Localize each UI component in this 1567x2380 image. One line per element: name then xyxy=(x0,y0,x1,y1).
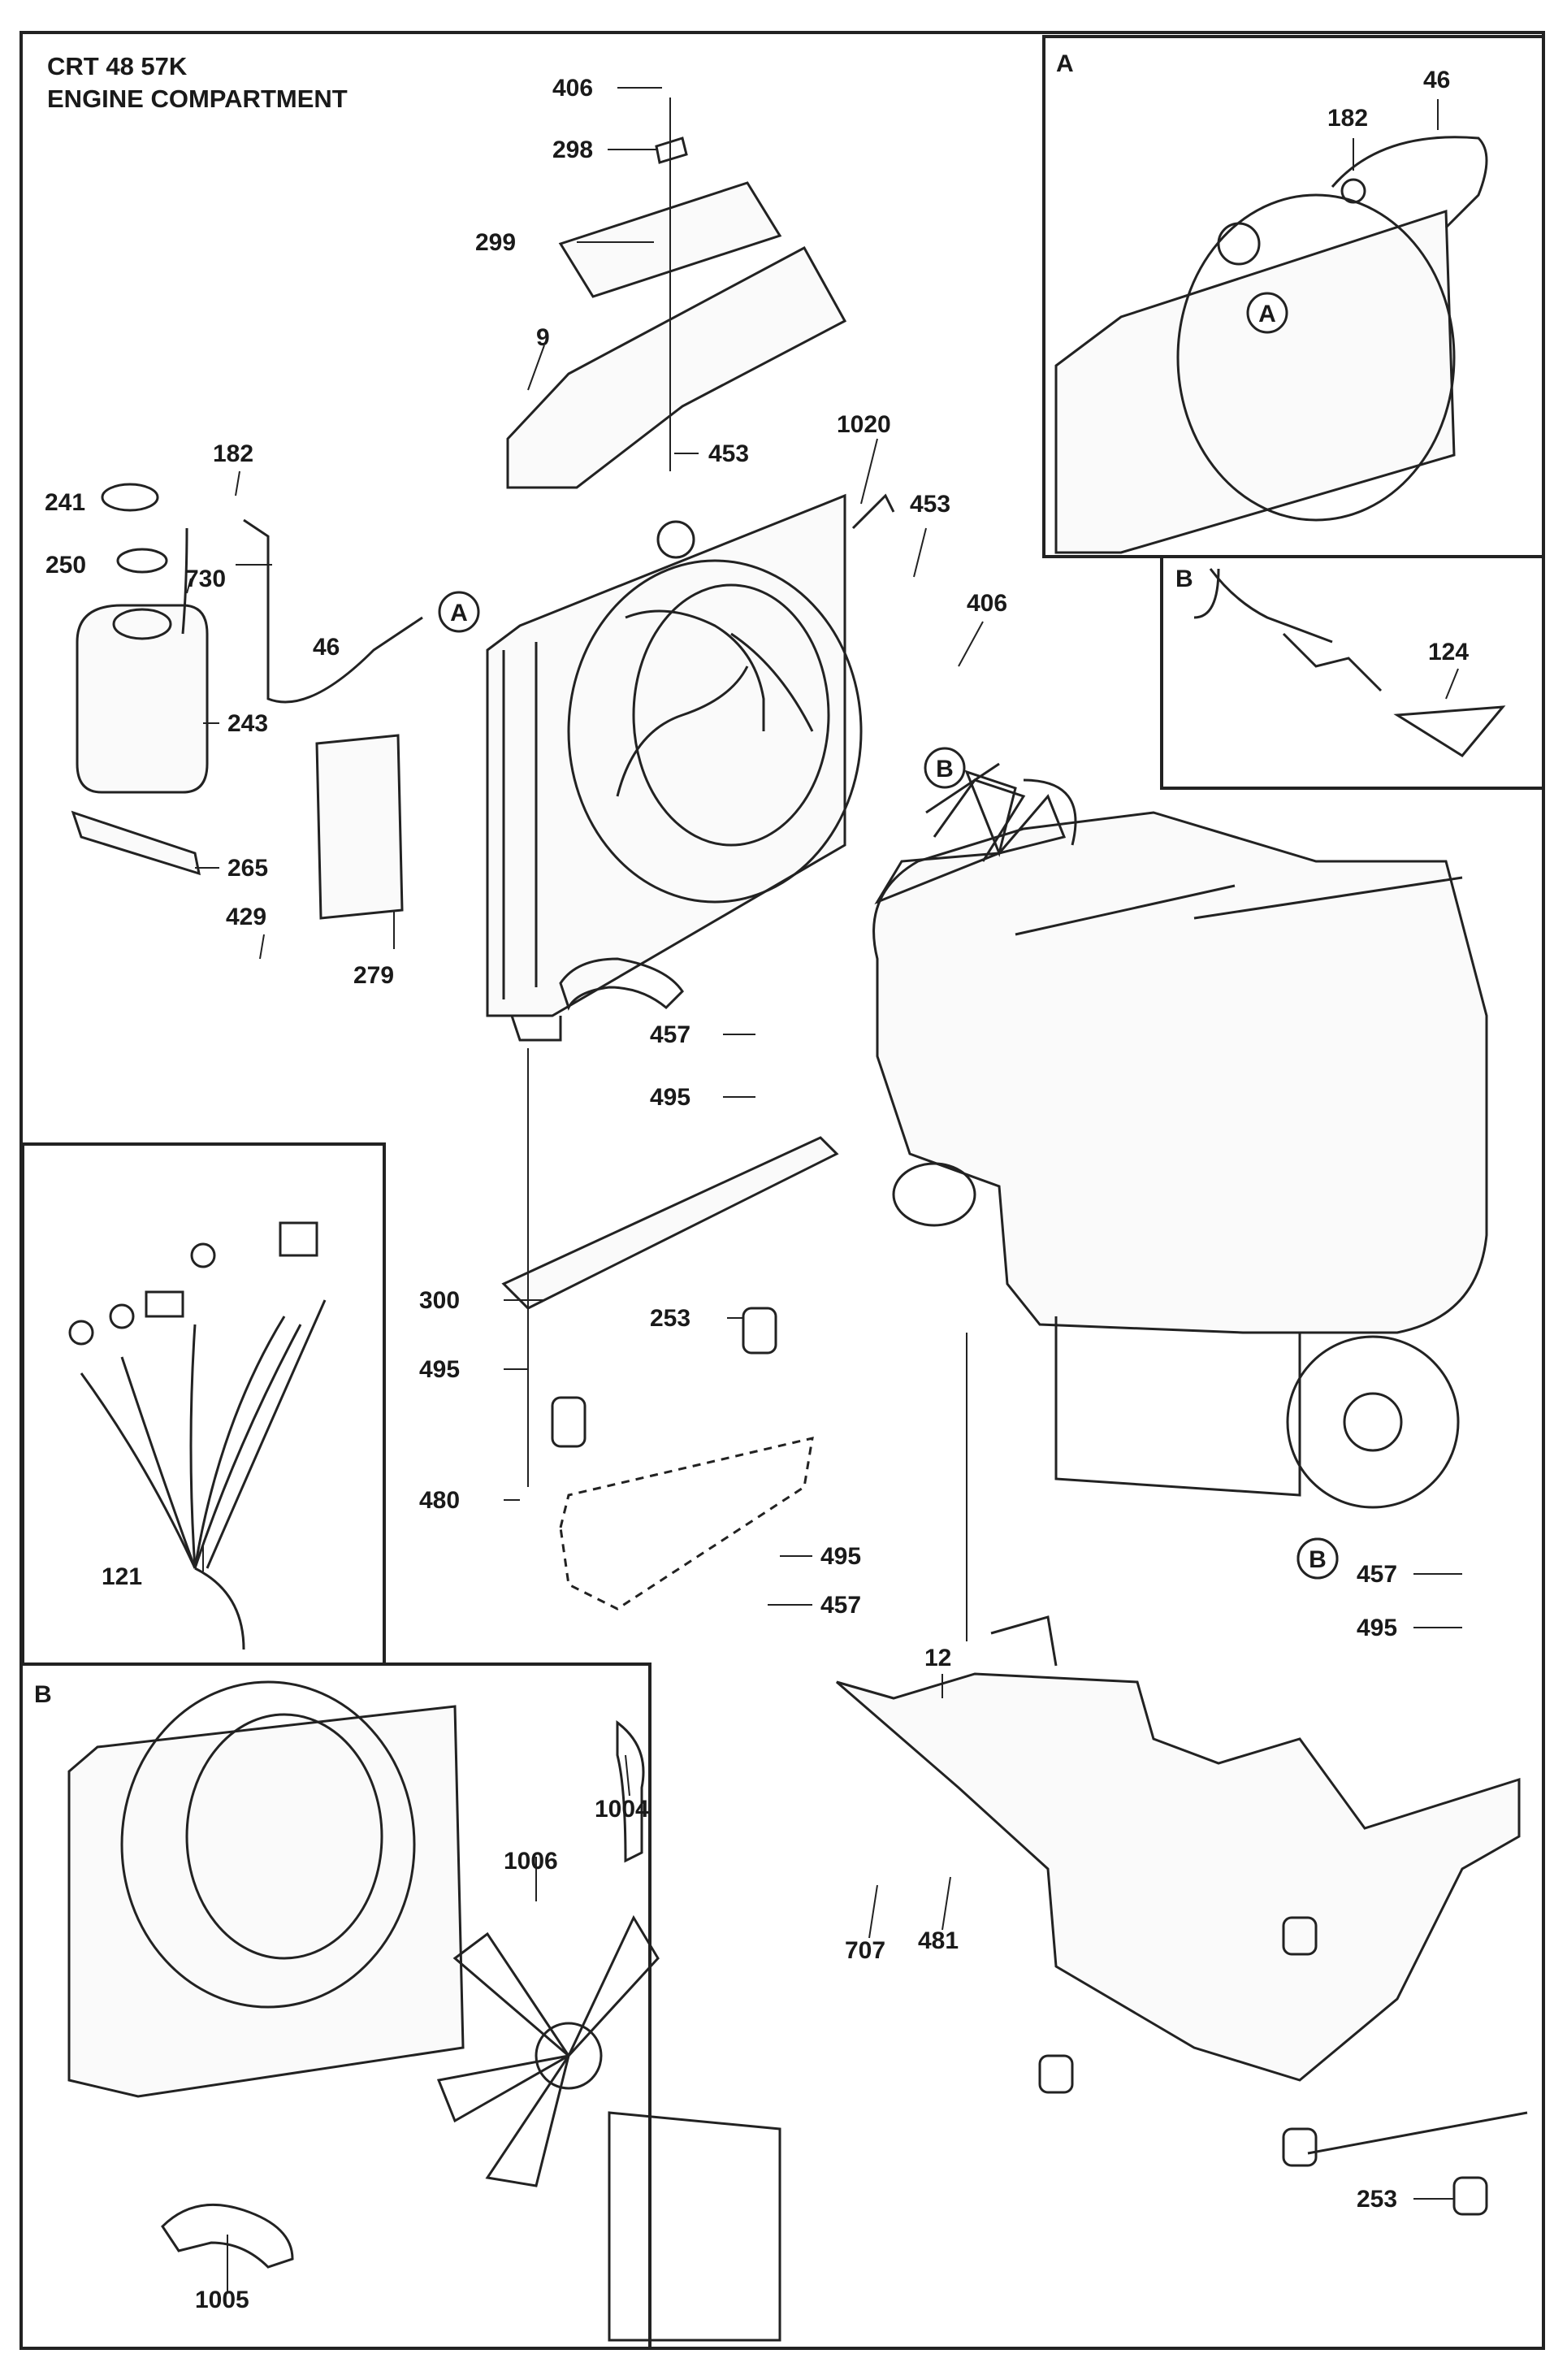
part-number-1020: 1020 xyxy=(837,411,891,438)
inset-a-label: A xyxy=(1056,50,1074,77)
expansion-tank-drawing xyxy=(71,483,423,920)
engine-drawing xyxy=(872,762,1488,1509)
frames xyxy=(19,31,1545,2350)
part-number-9: 9 xyxy=(536,324,550,351)
part-number-481: 481 xyxy=(918,1927,959,1954)
inset-b-label: B xyxy=(1175,566,1193,592)
part-number-243: 243 xyxy=(227,710,268,737)
part-number-121: 121 xyxy=(102,1563,142,1590)
part-number-298: 298 xyxy=(552,137,593,163)
mount-bracket-drawing xyxy=(501,1136,839,1611)
svg-text:B: B xyxy=(1309,1546,1327,1573)
part-number-labels: 406 298 299 9 453 1020 453 406 182 241 250 730 46 243… xyxy=(45,67,1469,2313)
part-number-124: 124 xyxy=(1428,639,1469,665)
part-number-406: 406 xyxy=(967,590,1007,617)
part-number-1005: 1005 xyxy=(195,2287,249,2313)
part-number-495: 495 xyxy=(650,1084,690,1111)
callout-markers: A B A B B xyxy=(438,292,1339,1580)
svg-text:A: A xyxy=(450,600,468,626)
part-number-453: 453 xyxy=(708,440,749,467)
part-number-182: 182 xyxy=(1327,105,1368,132)
part-number-182: 182 xyxy=(213,440,253,467)
part-number-46: 46 xyxy=(313,634,340,661)
cover-plates xyxy=(506,137,847,489)
radiator-drawing xyxy=(486,493,895,1042)
diagram-title: CRT 48 57K ENGINE COMPARTMENT xyxy=(47,50,348,115)
part-number-299: 299 xyxy=(475,229,516,256)
part-number-1004: 1004 xyxy=(595,1796,649,1823)
section-label: ENGINE COMPARTMENT xyxy=(47,85,348,113)
inset-b-frame xyxy=(1160,555,1545,790)
part-number-429: 429 xyxy=(226,904,266,930)
part-number-46: 46 xyxy=(1423,67,1450,93)
wiring-harness-drawing xyxy=(68,1221,327,1650)
leader-lines xyxy=(186,87,1462,2293)
part-number-406: 406 xyxy=(552,75,593,102)
inset-a-drawing xyxy=(1054,136,1488,554)
drawing-lines xyxy=(67,87,1528,2342)
part-number-457: 457 xyxy=(650,1021,690,1048)
lower-inset-b-label: B xyxy=(34,1681,52,1708)
part-number-253: 253 xyxy=(650,1305,690,1332)
model-label: CRT 48 57K xyxy=(47,52,188,80)
part-number-457: 457 xyxy=(820,1592,861,1619)
lower-inset-b-drawing xyxy=(67,1680,781,2342)
engine-frame-drawing xyxy=(836,1615,1528,2216)
callout-marker-a: A xyxy=(1246,292,1288,334)
part-number-707: 707 xyxy=(845,1937,885,1964)
part-number-279: 279 xyxy=(353,962,394,989)
part-number-495: 495 xyxy=(1357,1615,1397,1641)
part-number-453: 453 xyxy=(910,491,950,518)
part-number-730: 730 xyxy=(185,566,226,592)
inset-b-drawing xyxy=(1193,568,1506,757)
svg-text:A: A xyxy=(1258,301,1276,327)
fan-drawing xyxy=(874,769,1067,905)
lower-inset-b-frame xyxy=(23,1663,651,2347)
part-number-495: 495 xyxy=(419,1356,460,1383)
part-number-250: 250 xyxy=(45,552,86,579)
part-number-457: 457 xyxy=(1357,1561,1397,1588)
callout-marker-b: B xyxy=(924,747,966,789)
part-number-265: 265 xyxy=(227,855,268,882)
part-number-253: 253 xyxy=(1357,2186,1397,2213)
harness-inset-frame xyxy=(21,1142,386,1666)
part-number-495: 495 xyxy=(820,1543,861,1570)
callout-marker-b-flywheel: B xyxy=(1296,1537,1339,1580)
callout-marker-a: A xyxy=(438,591,480,633)
svg-text:B: B xyxy=(936,756,954,782)
part-number-12: 12 xyxy=(924,1645,951,1671)
part-number-300: 300 xyxy=(419,1287,460,1314)
part-number-241: 241 xyxy=(45,489,85,516)
part-number-1006: 1006 xyxy=(504,1848,558,1875)
part-number-480: 480 xyxy=(419,1487,460,1514)
